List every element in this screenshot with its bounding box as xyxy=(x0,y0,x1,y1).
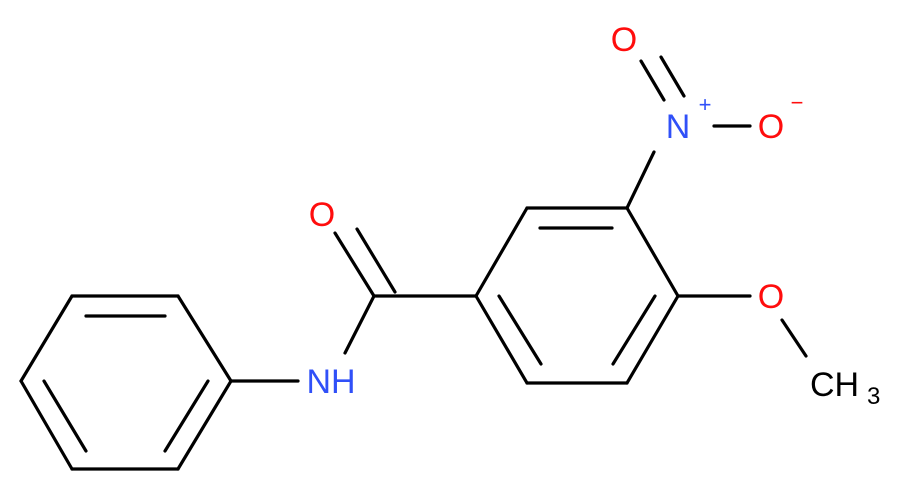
carbonyl-oxygen-label: O xyxy=(309,196,335,234)
methyl-subscript: 3 xyxy=(867,383,880,410)
ring-nitro-bond xyxy=(625,150,656,210)
nitro-positive-charge: + xyxy=(699,92,712,117)
methoxy-methyl-bond xyxy=(780,318,808,358)
carbonyl-double-bond xyxy=(333,227,397,298)
phenyl-ring xyxy=(19,294,233,471)
amide-nh-label: NH xyxy=(306,363,355,401)
n-carbonyl-bond xyxy=(343,294,376,355)
nitro-negative-charge: − xyxy=(791,90,804,115)
nitro-oxygen-right-label: O xyxy=(758,108,784,146)
nitro-double-bond xyxy=(639,55,686,102)
nitro-nitrogen-label: N xyxy=(666,108,691,146)
methyl-label: CH xyxy=(810,366,859,404)
benzene-ring xyxy=(474,206,680,385)
nitro-oxygen-top-label: O xyxy=(611,21,637,59)
methoxy-oxygen-label: O xyxy=(758,278,784,316)
